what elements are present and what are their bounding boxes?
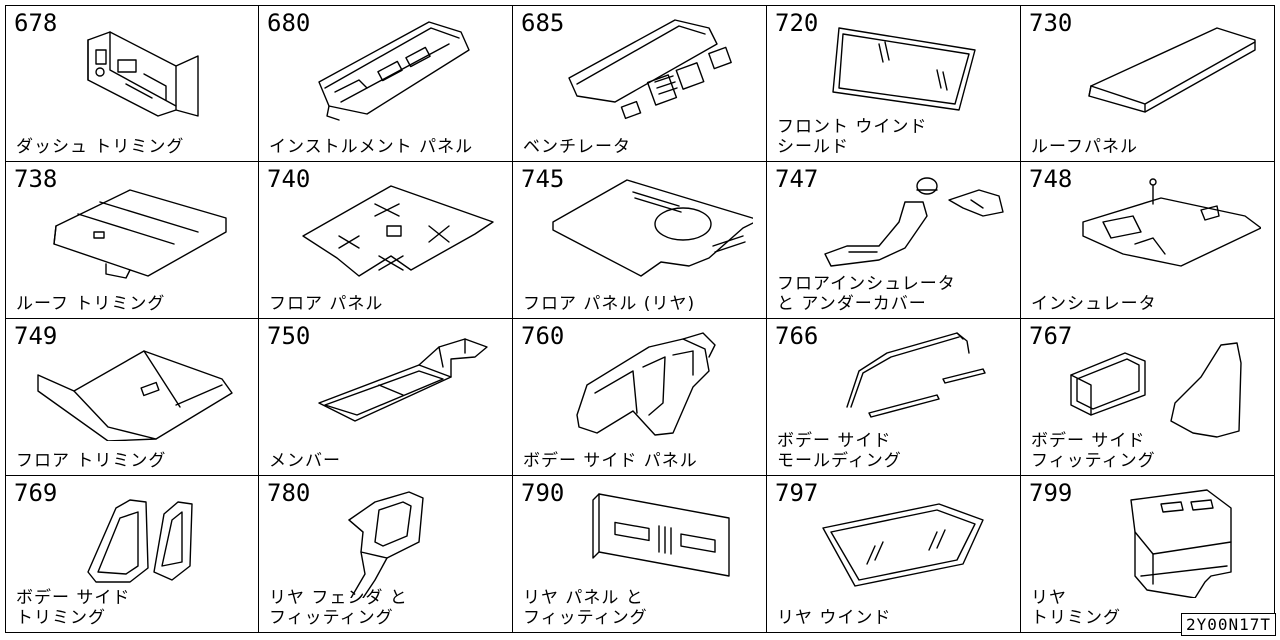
part-cell-685[interactable]: 685 ベンチレータ [513, 5, 767, 162]
dash-trim-illustration [87, 31, 199, 117]
windshield-illustration [832, 27, 976, 111]
part-label: ルーフパネル [1031, 137, 1138, 157]
part-code: 780 [267, 479, 311, 507]
part-code: 747 [775, 165, 819, 193]
rear-fender-illustration [348, 491, 424, 598]
part-label: ボデー サイド モールディング [777, 431, 902, 471]
rear-panel-illustration [592, 493, 730, 577]
part-code: 790 [521, 479, 565, 507]
part-code: 745 [521, 165, 565, 193]
part-code: 797 [775, 479, 819, 507]
part-cell-767[interactable]: 767 ボデー サイド フィッティング [1021, 319, 1275, 476]
part-cell-720[interactable]: 720 フロント ウインド シールド [767, 5, 1021, 162]
part-code: 730 [1029, 9, 1073, 37]
part-code: 738 [14, 165, 58, 193]
part-code: 767 [1029, 322, 1073, 350]
part-label: ダッシュ トリミング [16, 137, 185, 157]
roof-panel-illustration [1088, 27, 1256, 113]
part-code: 760 [521, 322, 565, 350]
part-label: ルーフ トリミング [16, 294, 166, 314]
part-code: 748 [1029, 165, 1073, 193]
part-label: リヤ ウインド [777, 608, 892, 628]
floor-panel-illustration [302, 185, 494, 277]
part-label: フロア パネル [269, 294, 384, 314]
part-cell-799[interactable]: 799 リヤ トリミング [1021, 476, 1275, 633]
part-code: 678 [14, 9, 58, 37]
part-cell-738[interactable]: 738 ルーフ トリミング [5, 162, 259, 319]
part-label: フロア パネル (リヤ) [523, 294, 696, 314]
roof-trim-illustration [53, 189, 227, 279]
part-code: 769 [14, 479, 58, 507]
part-cell-749[interactable]: 749 フロア トリミング [5, 319, 259, 476]
side-trim-illustration [87, 499, 193, 583]
ventilator-illustration [568, 19, 732, 120]
part-cell-747[interactable]: 747 フロアインシュレータ と アンダーカバー [767, 162, 1021, 319]
part-cell-748[interactable]: 748 インシュレータ [1021, 162, 1275, 319]
rear-trim-illustration [1130, 489, 1232, 598]
part-label: ボデー サイド トリミング [16, 588, 131, 628]
floor-trim-illustration [37, 350, 233, 441]
part-label: フロア トリミング [16, 451, 167, 471]
part-code: 685 [521, 9, 565, 37]
part-cell-680[interactable]: 680 インストルメント パネル [259, 5, 513, 162]
part-cell-678[interactable]: 678 ダッシュ トリミング [5, 5, 259, 162]
rear-window-illustration [822, 503, 984, 587]
diagram-code: 2Y00N17T [1180, 613, 1276, 636]
part-cell-797[interactable]: 797 リヤ ウインド [767, 476, 1021, 633]
part-label: ベンチレータ [523, 137, 631, 157]
part-code: 749 [14, 322, 58, 350]
part-code: 680 [267, 9, 311, 37]
part-code: 740 [267, 165, 311, 193]
member-illustration [318, 338, 488, 422]
part-label: リヤ フェンダ と フィッティング [269, 588, 408, 628]
instrument-panel-illustration [318, 21, 470, 121]
part-cell-760[interactable]: 760 ボデー サイド パネル [513, 319, 767, 476]
part-label: メンバー [269, 451, 341, 471]
side-molding-illustration [846, 332, 986, 418]
side-fitting-illustration [1070, 342, 1242, 438]
part-label: インシュレータ [1031, 294, 1157, 314]
part-cell-766[interactable]: 766 ボデー サイド モールディング [767, 319, 1021, 476]
part-label: ボデー サイド フィッティング [1031, 431, 1156, 471]
part-code: 799 [1029, 479, 1073, 507]
part-code: 766 [775, 322, 819, 350]
rear-floor-panel-illustration [552, 179, 753, 277]
part-cell-780[interactable]: 780 リヤ フェンダ と フィッティング [259, 476, 513, 633]
part-cell-750[interactable]: 750 メンバー [259, 319, 513, 476]
part-code: 750 [267, 322, 311, 350]
floor-insulator-illustration [824, 177, 1004, 267]
part-label: リヤ パネル と フィッティング [523, 588, 648, 628]
insulator-illustration [1082, 178, 1261, 267]
body-side-panel-illustration [576, 332, 716, 436]
part-label: フロアインシュレータ と アンダーカバー [777, 274, 956, 314]
part-cell-790[interactable]: 790 リヤ パネル と フィッティング [513, 476, 767, 633]
part-label: ボデー サイド パネル [523, 451, 698, 471]
parts-grid: 678 ダッシュ トリミング 680 インストルメント パネル 685 ベンチレータ 720… [5, 5, 1275, 633]
part-label: フロント ウインド シールド [777, 117, 928, 157]
part-cell-730[interactable]: 730 ルーフパネル [1021, 5, 1275, 162]
part-cell-740[interactable]: 740 フロア パネル [259, 162, 513, 319]
part-cell-745[interactable]: 745 フロア パネル (リヤ) [513, 162, 767, 319]
part-label: リヤ トリミング [1031, 588, 1121, 628]
part-label: インストルメント パネル [269, 137, 474, 157]
part-code: 720 [775, 9, 819, 37]
part-cell-769[interactable]: 769 ボデー サイド トリミング [5, 476, 259, 633]
